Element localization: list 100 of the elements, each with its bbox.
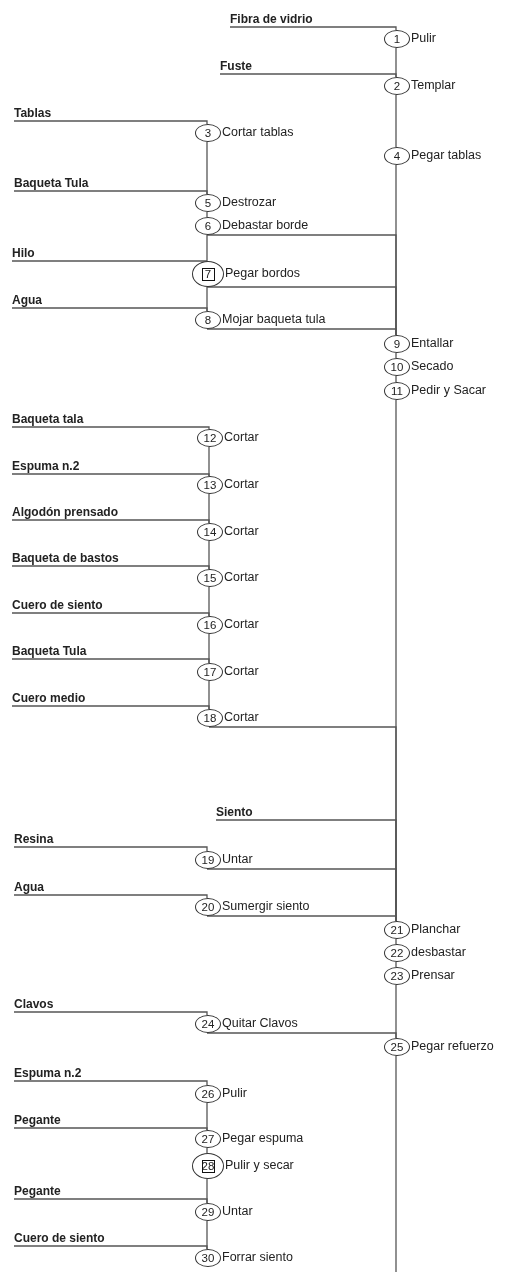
operation-label: Pulir: [222, 1086, 247, 1101]
operation-label: Debastar borde: [222, 218, 309, 233]
connector-line: [13, 190, 208, 195]
operation-circle: 24: [195, 1015, 221, 1033]
operation-circle: 18: [197, 709, 223, 727]
operation-circle: 25: [384, 1038, 410, 1056]
connector-line: [395, 938, 397, 945]
operation-inspection-symbol: 7: [192, 261, 224, 287]
material-label: Cuero medio: [12, 691, 86, 705]
connector-line: [13, 894, 208, 899]
operation-circle: 8: [195, 311, 221, 329]
operation-label: Cortar tablas: [222, 125, 294, 140]
operation-label: Cortar: [224, 477, 259, 492]
connector-line: [11, 565, 210, 570]
operation-label: Untar: [222, 852, 253, 867]
connector-line: [11, 612, 210, 617]
operation-label: Cortar: [224, 664, 259, 679]
connector-line: [11, 473, 210, 477]
operation-circle: 27: [195, 1130, 221, 1148]
connector-line: [229, 26, 397, 31]
operation-circle: 9: [384, 335, 410, 353]
operation-circle: 26: [195, 1085, 221, 1103]
operation-label: Forrar siento: [222, 1250, 293, 1265]
connector-line: [206, 1147, 208, 1154]
operation-label: Pegar tablas: [411, 148, 482, 163]
operation-label: Pegar refuerzo: [411, 1039, 494, 1054]
operation-circle: 3: [195, 124, 221, 142]
material-label: Cuero de siento: [14, 1231, 105, 1245]
operation-circle: 29: [195, 1203, 221, 1221]
operation-circle: 15: [197, 569, 223, 587]
operation-inspection-symbol: 28: [192, 1153, 224, 1179]
operation-label: Cortar: [224, 617, 259, 632]
material-label: Agua: [12, 293, 42, 307]
material-label: Fuste: [220, 59, 252, 73]
connector-line: [11, 307, 208, 312]
operation-label: Entallar: [411, 336, 454, 351]
operation-label: Sumergir siento: [222, 899, 310, 914]
operation-circle: 30: [195, 1249, 221, 1267]
connector-line: [13, 1080, 208, 1086]
operation-circle: 1: [384, 30, 410, 48]
material-label: Pegante: [14, 1184, 61, 1198]
connector-line: [395, 164, 397, 336]
connector-line: [13, 1011, 208, 1016]
connector-line: [11, 426, 210, 430]
operation-label: Pulir y secar: [225, 1158, 294, 1173]
operation-circle: 17: [197, 663, 223, 681]
connector-line: [395, 352, 397, 359]
material-label: Baqueta Tula: [14, 176, 89, 190]
connector-line: [206, 234, 208, 262]
connector-line: [13, 846, 208, 852]
operation-label: Pedir y Sacar: [411, 383, 487, 398]
material-label: Baqueta Tula: [12, 644, 87, 658]
operation-label: Secado: [411, 359, 454, 374]
operation-label: Quitar Clavos: [222, 1016, 298, 1031]
operation-circle: 23: [384, 967, 410, 985]
operation-label: Untar: [222, 1204, 253, 1219]
operation-label: Cortar: [224, 430, 259, 445]
operation-circle: 16: [197, 616, 223, 634]
material-label: Fibra de vidrio: [230, 12, 313, 26]
operation-circle: 22: [384, 944, 410, 962]
material-label: Agua: [14, 880, 44, 894]
operation-label: Pulir: [411, 31, 436, 46]
operation-circle: 5: [195, 194, 221, 212]
operation-label: Cortar: [224, 570, 259, 585]
connector-line: [11, 705, 210, 710]
operation-label: Cortar: [224, 524, 259, 539]
operation-circle: 11: [384, 382, 410, 400]
connector-line: [395, 961, 397, 968]
operation-circle: 6: [195, 217, 221, 235]
connector-line: [395, 94, 397, 148]
operation-label: Cortar: [224, 710, 259, 725]
connector-line: [395, 375, 397, 383]
connector-line: [13, 1245, 208, 1250]
operation-circle: 12: [197, 429, 223, 447]
operation-circle: 21: [384, 921, 410, 939]
material-label: Espuma n.2: [14, 1066, 82, 1080]
operation-circle: 13: [197, 476, 223, 494]
connector-line: [11, 658, 210, 664]
connector-line: [13, 120, 208, 125]
connector-line: [206, 211, 208, 218]
operation-label: Mojar baqueta tula: [222, 312, 326, 327]
operation-circle: 4: [384, 147, 410, 165]
connector-line: [219, 73, 397, 78]
operation-label: Pegar espuma: [222, 1131, 304, 1146]
operation-label: Prensar: [411, 968, 455, 983]
material-label: Espuma n.2: [12, 459, 80, 473]
connector-line: [13, 1198, 208, 1204]
material-label: Algodón prensado: [12, 505, 118, 519]
operation-label: Destrozar: [222, 195, 277, 210]
material-label: Clavos: [14, 997, 54, 1011]
material-label: Resina: [14, 832, 54, 846]
operation-label: Templar: [411, 78, 456, 93]
connector-line: [395, 1055, 397, 1272]
operation-circle: 20: [195, 898, 221, 916]
material-label: Pegante: [14, 1113, 61, 1127]
material-label: Siento: [216, 805, 253, 819]
operation-circle: 2: [384, 77, 410, 95]
material-label: Hilo: [12, 246, 35, 260]
operation-label: desbastar: [411, 945, 466, 960]
connector-line: [11, 519, 210, 524]
